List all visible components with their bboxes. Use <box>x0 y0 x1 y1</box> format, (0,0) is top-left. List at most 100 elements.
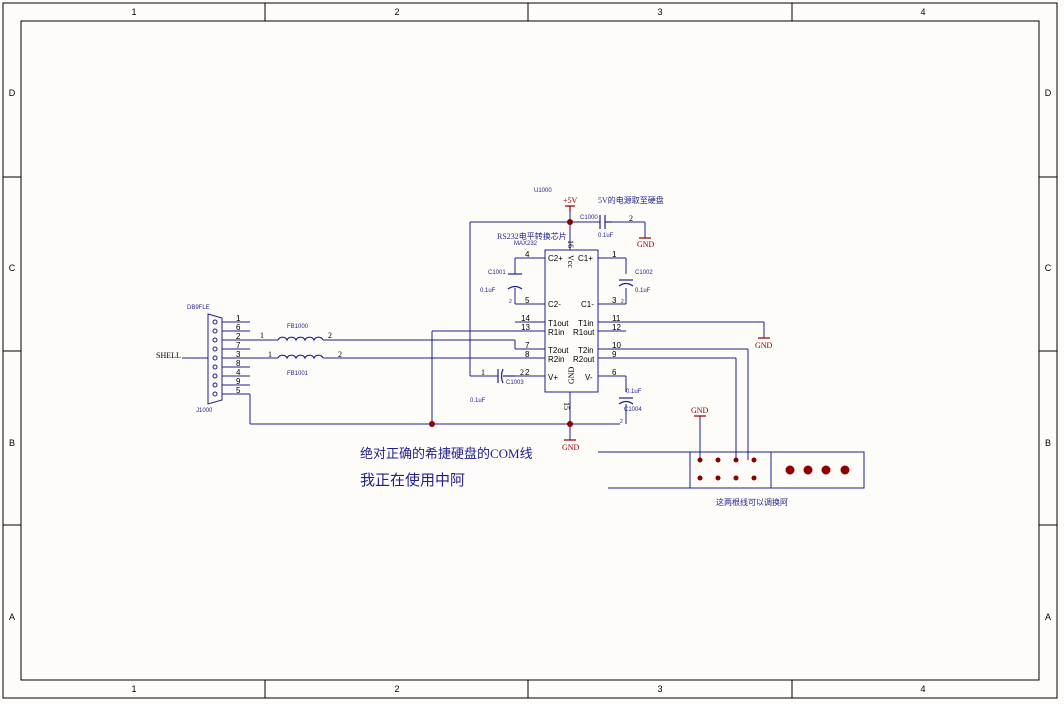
c1000-label: C1000 <box>580 215 598 221</box>
pin-num-10: 10 <box>612 341 621 350</box>
fb1000-pin2: 2 <box>328 331 332 340</box>
capacitor-c1002 <box>618 279 634 287</box>
fb1001-pin1: 1 <box>268 350 272 359</box>
junction-dot <box>429 421 435 427</box>
c1004-label: C1004 <box>624 407 642 413</box>
db9-pin-3: 3 <box>236 350 241 359</box>
c1001-label: C1001 <box>488 270 506 276</box>
zone-dividers <box>3 3 1057 698</box>
capacitor-c1001 <box>507 273 523 290</box>
pin-name-t2out: T2out <box>548 346 569 355</box>
row-label-right-A: A <box>1045 612 1051 622</box>
hdd-header <box>689 451 865 489</box>
pin-name-gnd: GND <box>567 366 576 384</box>
c1003-label: C1003 <box>506 380 524 386</box>
col-label-top-1: 1 <box>131 7 136 17</box>
row-label-right-B: B <box>1045 438 1051 448</box>
c1003-pin2: 2 <box>520 368 524 377</box>
capacitor-c1004 <box>618 397 634 405</box>
junction-dot <box>567 219 573 225</box>
gnd-label-c1000: GND <box>637 240 655 249</box>
fb1001-label: FB1001 <box>287 371 309 377</box>
fb1000-pin1: 1 <box>260 331 264 340</box>
chip-designator: U1000 <box>534 188 552 194</box>
c1001-mark: 2 <box>509 299 512 305</box>
pin-name-c2plus: C2+ <box>548 254 563 263</box>
pin-num-5: 5 <box>525 296 530 305</box>
shell-label: SHELL <box>156 351 181 360</box>
c1002-label: C1002 <box>635 270 653 276</box>
db9-pin-9: 9 <box>236 377 241 386</box>
pin-name-t1in: T1in <box>578 319 594 328</box>
pin-name-r2in: R2in <box>548 355 564 364</box>
gnd-label-t1in: GND <box>755 341 773 350</box>
chip-title: RS232电平转换芯片 <box>497 231 567 241</box>
chip-part: MAX232 <box>514 241 538 247</box>
pin-name-r1in: R1in <box>548 328 564 337</box>
ferrite-fb1001: FB1001 1 2 <box>268 350 342 377</box>
pin-name-vminus: V- <box>585 373 593 382</box>
pin-num-14: 14 <box>521 314 530 323</box>
pin-name-vcc: Vcc <box>566 255 575 268</box>
gnd-label-chip: GND <box>562 443 580 452</box>
pin-name-c1plus: C1+ <box>578 254 593 263</box>
row-label-left-D: D <box>9 88 16 98</box>
connector-designator: J1000 <box>196 408 213 414</box>
pin-num-11: 11 <box>612 314 621 323</box>
pin-num-9: 9 <box>612 350 617 359</box>
row-label-left-C: C <box>9 263 16 273</box>
gnd-label-header: GND <box>691 406 709 415</box>
pin-name-c1minus: C1- <box>581 300 594 309</box>
db9-pin-6: 6 <box>236 323 241 332</box>
pin-num-1: 1 <box>612 250 617 259</box>
vcc-symbol <box>565 205 575 212</box>
db9-pin-2: 2 <box>236 332 241 341</box>
db9-pin-1: 1 <box>236 314 241 323</box>
db9-pin-4: 4 <box>236 368 241 377</box>
pin-num-6: 6 <box>612 368 617 377</box>
pin-name-r2out: R2out <box>573 355 595 364</box>
c1001-value: 0.1uF <box>480 288 496 294</box>
fb1000-label: FB1000 <box>287 324 309 330</box>
swap-note: 这两根线可以调换阿 <box>716 497 788 507</box>
col-label-bottom-3: 3 <box>657 684 662 694</box>
pin-num-7: 7 <box>525 341 530 350</box>
row-label-left-A: A <box>9 612 15 622</box>
db9-pin-7: 7 <box>236 341 241 350</box>
c1004-mark: 2 <box>620 419 623 425</box>
c1000-value: 0.1uF <box>598 233 614 239</box>
c1003-pin1: 1 <box>481 368 485 377</box>
zone-labels: 1 2 3 4 1 2 3 4 D C B A D C B A <box>9 7 1052 694</box>
pin-num-15: 15 <box>562 402 571 410</box>
row-label-left-B: B <box>9 438 15 448</box>
c1000-pin2: 2 <box>629 214 633 223</box>
col-label-top-4: 4 <box>920 7 925 17</box>
row-label-right-C: C <box>1045 263 1052 273</box>
pin-num-16: 16 <box>566 240 575 248</box>
vcc-note: 5V的电源取至硬盘 <box>598 195 664 205</box>
ferrite-fb1000: FB1000 1 2 <box>260 324 332 342</box>
c1003-value: 0.1uF <box>470 398 486 404</box>
db9-connector: DB9FLE J1000 SHELL 1 6 2 7 3 8 4 9 5 <box>156 305 241 414</box>
connector-name: DB9FLE <box>187 305 210 311</box>
col-label-top-3: 3 <box>657 7 662 17</box>
col-label-bottom-2: 2 <box>394 684 399 694</box>
pin-num-4: 4 <box>525 250 530 259</box>
pin-name-vplus: V+ <box>548 373 558 382</box>
db9-pin-8: 8 <box>236 359 241 368</box>
capacitor-c1003 <box>497 368 515 384</box>
pin-name-t1out: T1out <box>548 319 569 328</box>
db9-pin-5: 5 <box>236 386 241 395</box>
pin-num-8: 8 <box>525 350 530 359</box>
pin-num-3: 3 <box>612 296 617 305</box>
wires <box>182 206 765 489</box>
pin-name-c2minus: C2- <box>548 300 561 309</box>
junctions <box>429 219 573 427</box>
pin-num-12: 12 <box>612 323 621 332</box>
vcc-label: +5V <box>563 196 578 205</box>
pin-num-13: 13 <box>521 323 530 332</box>
c1002-value: 0.1uF <box>635 288 651 294</box>
pin-name-r1out: R1out <box>573 328 595 337</box>
